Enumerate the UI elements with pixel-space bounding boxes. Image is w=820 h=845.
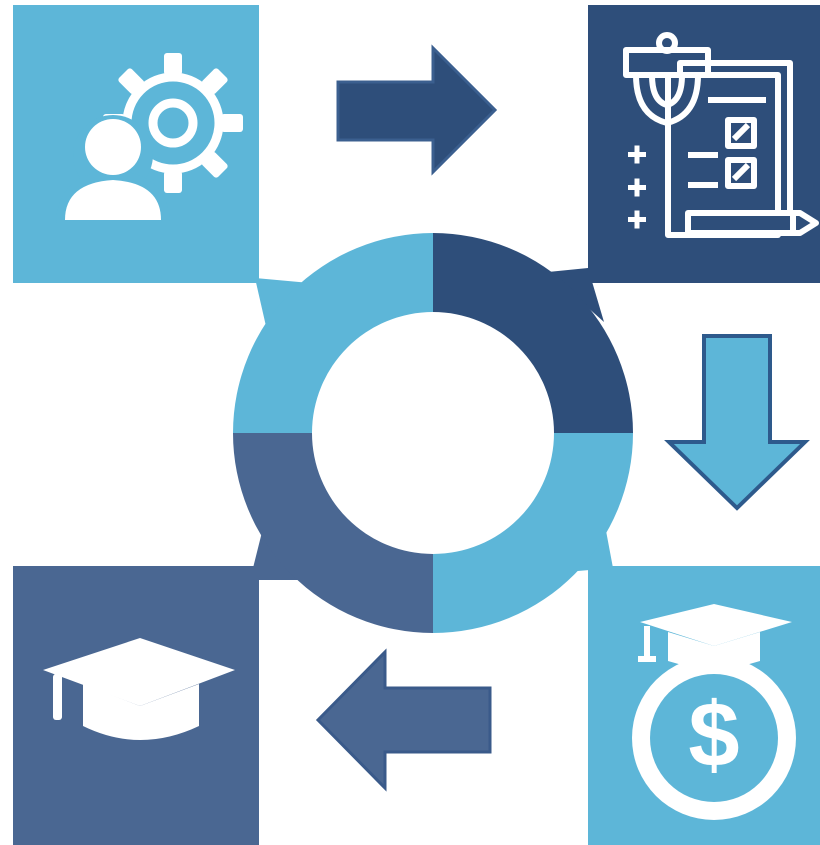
blueprint-plan-icon	[623, 32, 819, 238]
graduation-cap-icon	[43, 638, 235, 740]
arrow-down	[664, 334, 810, 511]
step-tile-graduation	[13, 566, 259, 845]
dollar-sign: $	[688, 684, 739, 786]
ring-segment-top-left	[233, 233, 433, 433]
education-cost-icon: $	[632, 604, 796, 820]
step-tile-blueprint	[588, 5, 820, 283]
ring-segment-bottom-right	[433, 433, 633, 633]
arrow-left	[315, 648, 492, 792]
step-tile-education-cost: $	[588, 566, 820, 845]
step-tile-user-gear	[13, 5, 259, 283]
user-gear-icon	[55, 53, 243, 232]
ring-segment-top-right	[433, 233, 633, 433]
ring-segment-bottom-left	[233, 433, 433, 633]
arrow-right	[336, 44, 498, 176]
